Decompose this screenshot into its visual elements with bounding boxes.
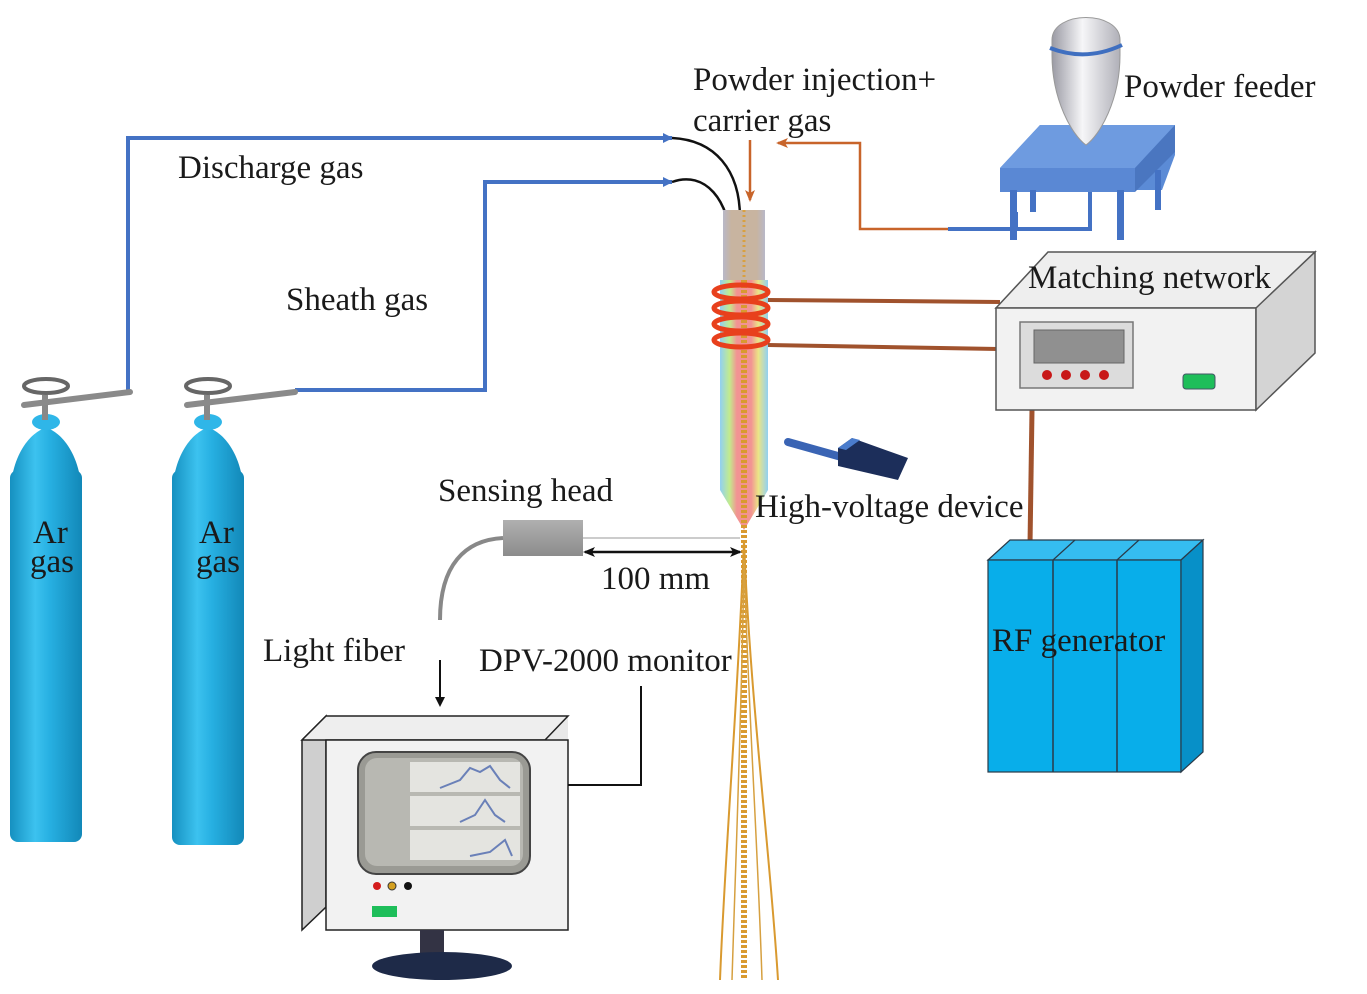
sheath-gas-flow-arrow <box>671 178 736 248</box>
monitor-cable <box>568 686 642 786</box>
sensing-head-label: Sensing head <box>438 473 614 509</box>
cylinder-1-label-gas: gas <box>30 544 74 580</box>
sheath-gas-label: Sheath gas <box>286 282 429 318</box>
monitor-label: DPV-2000 monitor <box>479 643 732 679</box>
powder-injection-label: Powder injection+ <box>693 62 937 98</box>
high-voltage-device-label: High-voltage device <box>755 489 1024 525</box>
discharge-gas-label: Discharge gas <box>178 150 364 186</box>
cylinder-2-label-gas: gas <box>196 544 240 580</box>
sensing-head <box>503 520 740 556</box>
rf-generator <box>986 538 1205 774</box>
matching-network <box>994 250 1317 412</box>
discharge-gas-line <box>126 133 673 393</box>
powder-feeder-label: Powder feeder <box>1124 69 1316 105</box>
powder-feeder <box>1000 17 1175 240</box>
ar-gas-cylinder-1 <box>10 377 133 842</box>
rf-generator-label: RF generator <box>992 623 1166 659</box>
cylinder-2-label-ar: Ar <box>199 515 234 551</box>
cylinder-1-label-ar: Ar <box>33 515 68 551</box>
carrier-gas-label: carrier gas <box>693 103 832 139</box>
high-voltage-device <box>784 438 908 480</box>
hopper <box>1051 17 1121 146</box>
plasma-torch <box>719 210 779 981</box>
sheath-gas-line <box>295 177 673 392</box>
discharge-gas-flow-arrow <box>671 136 745 220</box>
ar-gas-cylinder-2 <box>172 377 298 845</box>
induction-coil <box>711 282 771 350</box>
light-fiber <box>438 536 504 621</box>
matching-network-label: Matching network <box>1028 260 1271 296</box>
dpv-2000-monitor <box>300 714 570 980</box>
coil-leads <box>767 298 1035 546</box>
light-fiber-label: Light fiber <box>263 633 406 669</box>
distance-label: 100 mm <box>601 561 711 597</box>
